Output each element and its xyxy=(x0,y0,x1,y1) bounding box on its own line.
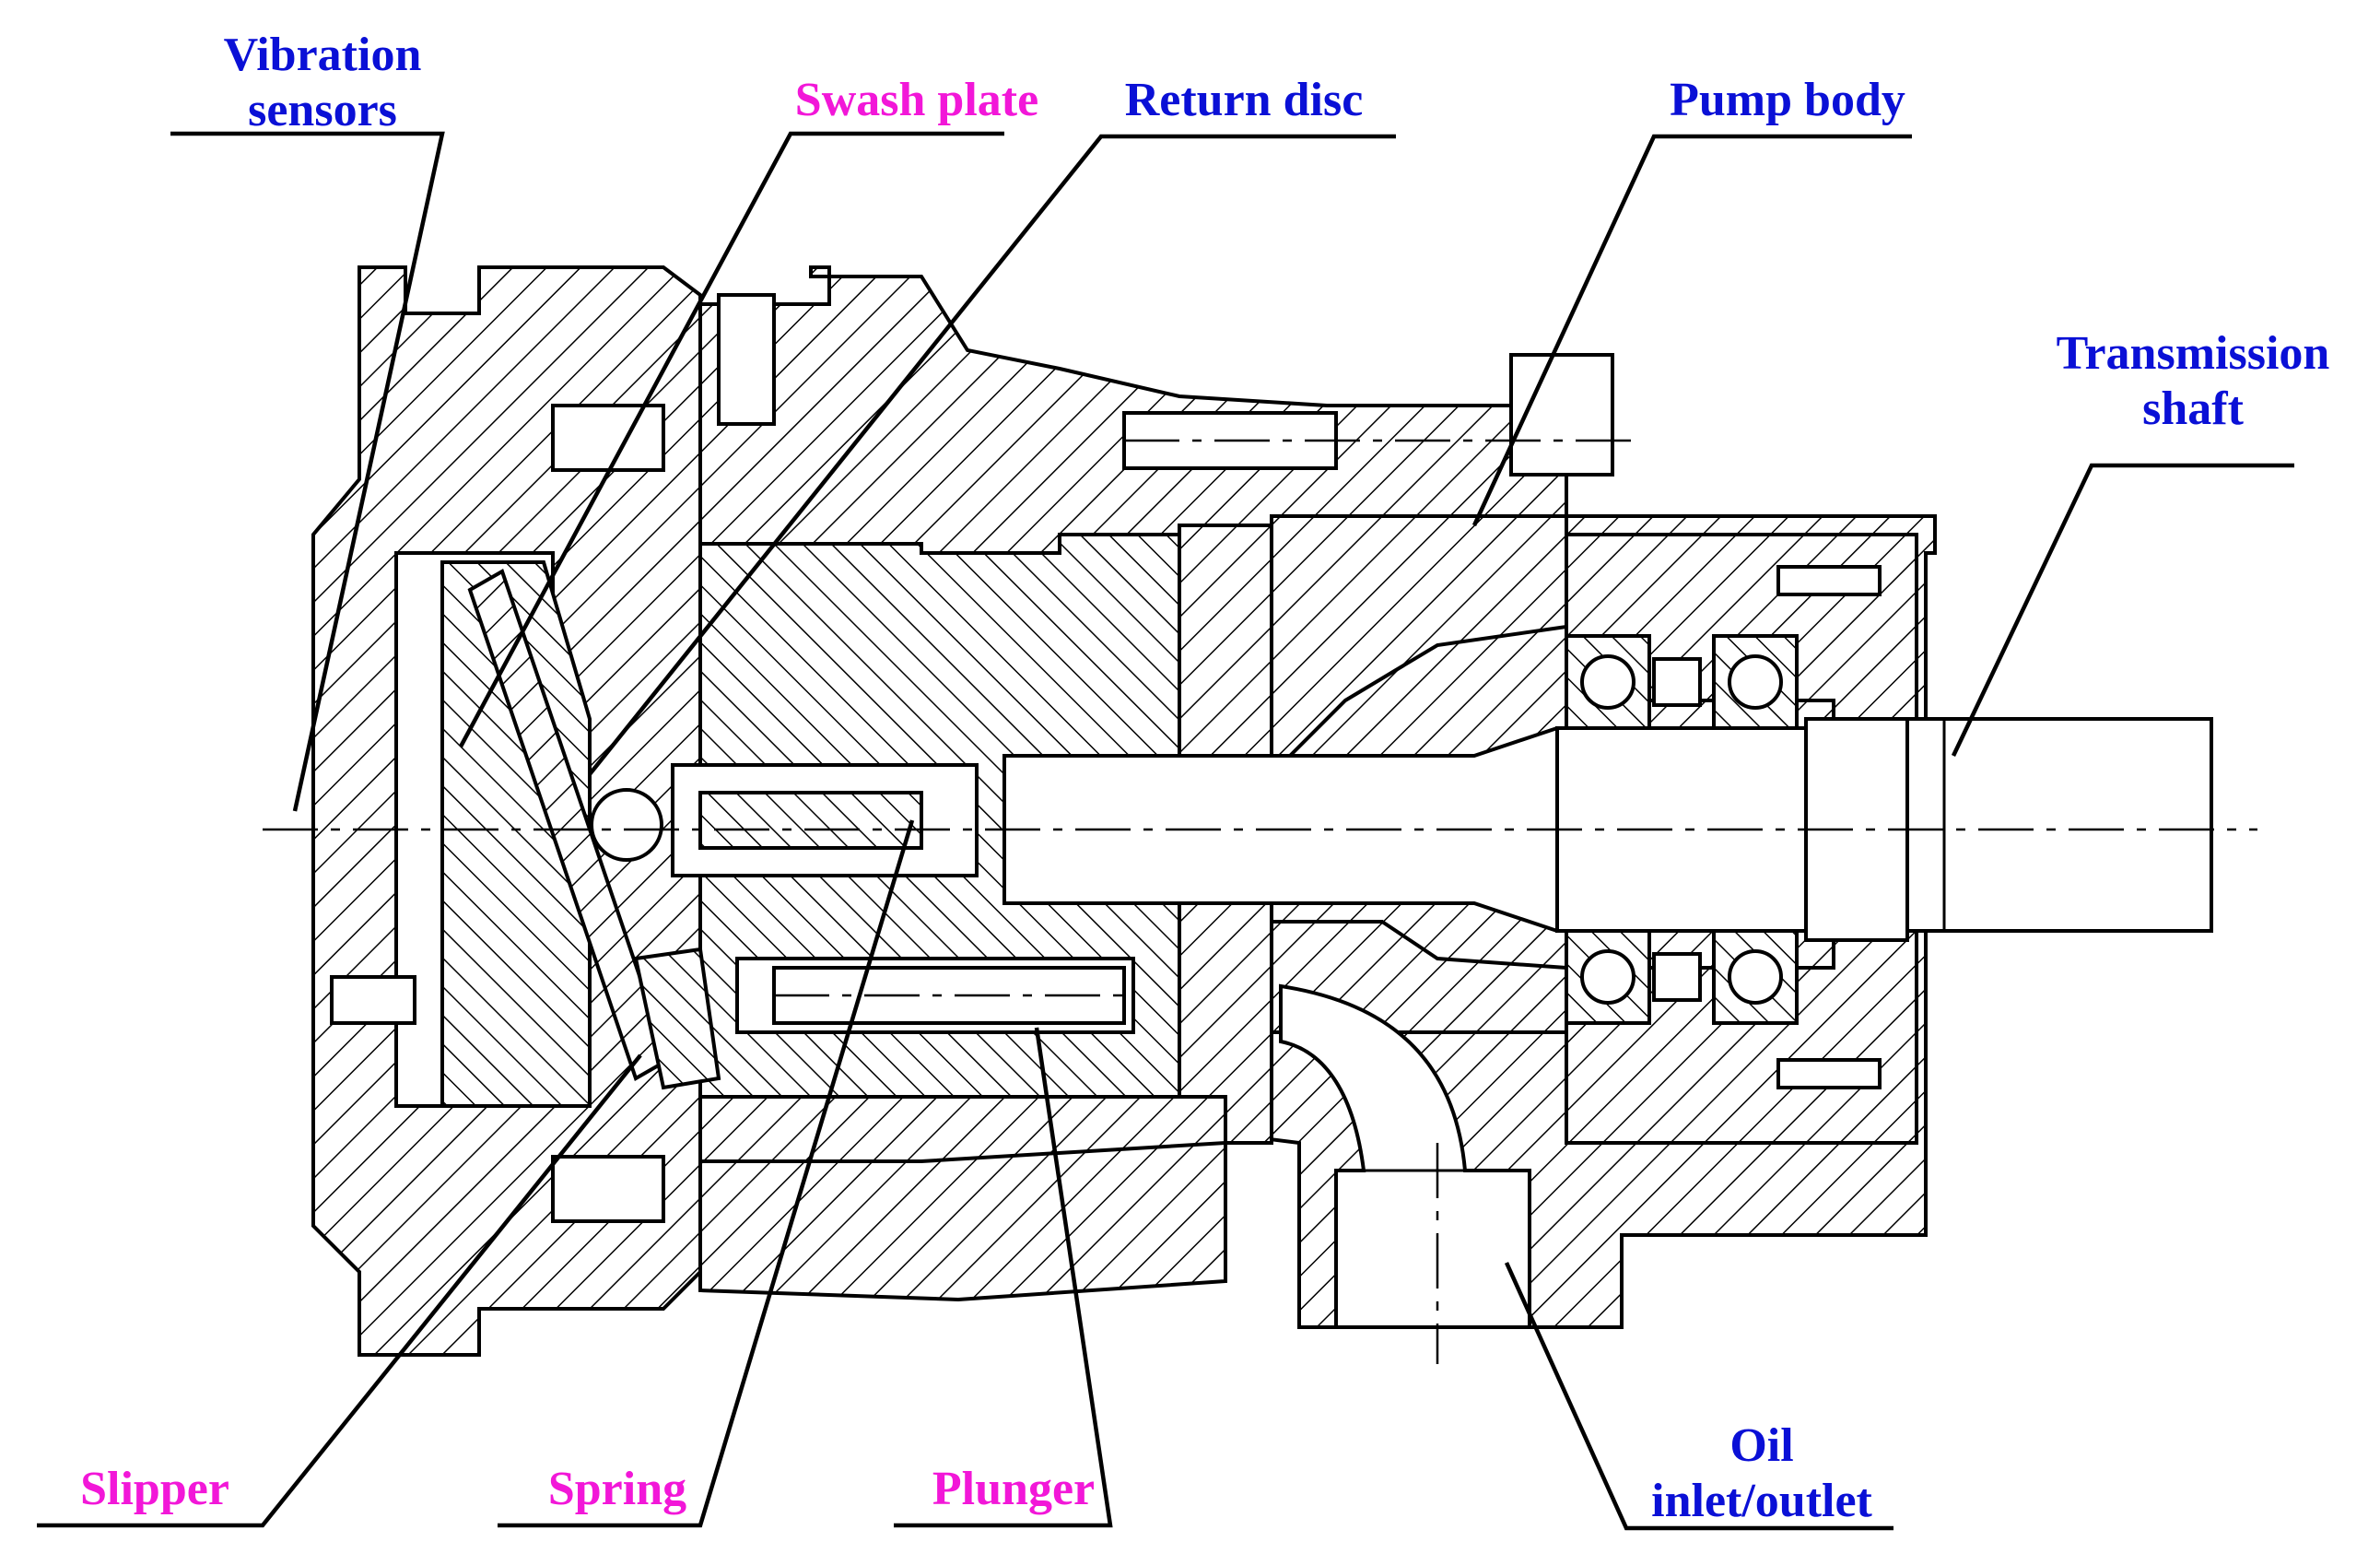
label-pump-body: Pump body xyxy=(1670,74,1905,126)
label-return-disc: Return disc xyxy=(1125,74,1364,126)
labels: Vibration sensors Swash plate Return dis… xyxy=(80,29,2329,1527)
label-vibration-sensors-line1: Vibration xyxy=(224,29,422,81)
leader-return-disc xyxy=(588,134,1396,776)
leader-vibration-sensors xyxy=(170,131,445,812)
label-spring: Spring xyxy=(548,1463,686,1515)
upper-bolt-head xyxy=(1509,353,1614,477)
label-vibration-sensors-line2: sensors xyxy=(248,84,397,136)
label-slipper: Slipper xyxy=(80,1463,229,1515)
leader-oil-inlet-outlet xyxy=(1504,1262,1893,1531)
label-plunger: Plunger xyxy=(932,1463,1095,1515)
leader-pump-body xyxy=(1471,134,1912,526)
leader-slipper xyxy=(37,1053,642,1528)
lower-housing xyxy=(698,1095,1227,1163)
slipper xyxy=(633,947,721,1090)
label-swash-plate: Swash plate xyxy=(795,74,1038,126)
label-oil-line1: Oil xyxy=(1729,1419,1793,1472)
shaft-output xyxy=(1905,717,2213,933)
label-oil-line2: inlet/outlet xyxy=(1651,1475,1872,1527)
leader-lines xyxy=(37,131,2294,1531)
ball-joint xyxy=(590,788,663,862)
leader-plunger xyxy=(894,1027,1113,1528)
pump-drawing xyxy=(263,265,2257,1364)
label-transmission-shaft-line2: shaft xyxy=(2142,382,2244,435)
leader-transmission-shaft xyxy=(1951,463,2294,757)
label-transmission-shaft-line1: Transmission xyxy=(2057,327,2330,380)
spring xyxy=(698,791,923,850)
leader-swash-plate xyxy=(459,131,1004,748)
leader-spring xyxy=(498,819,915,1528)
